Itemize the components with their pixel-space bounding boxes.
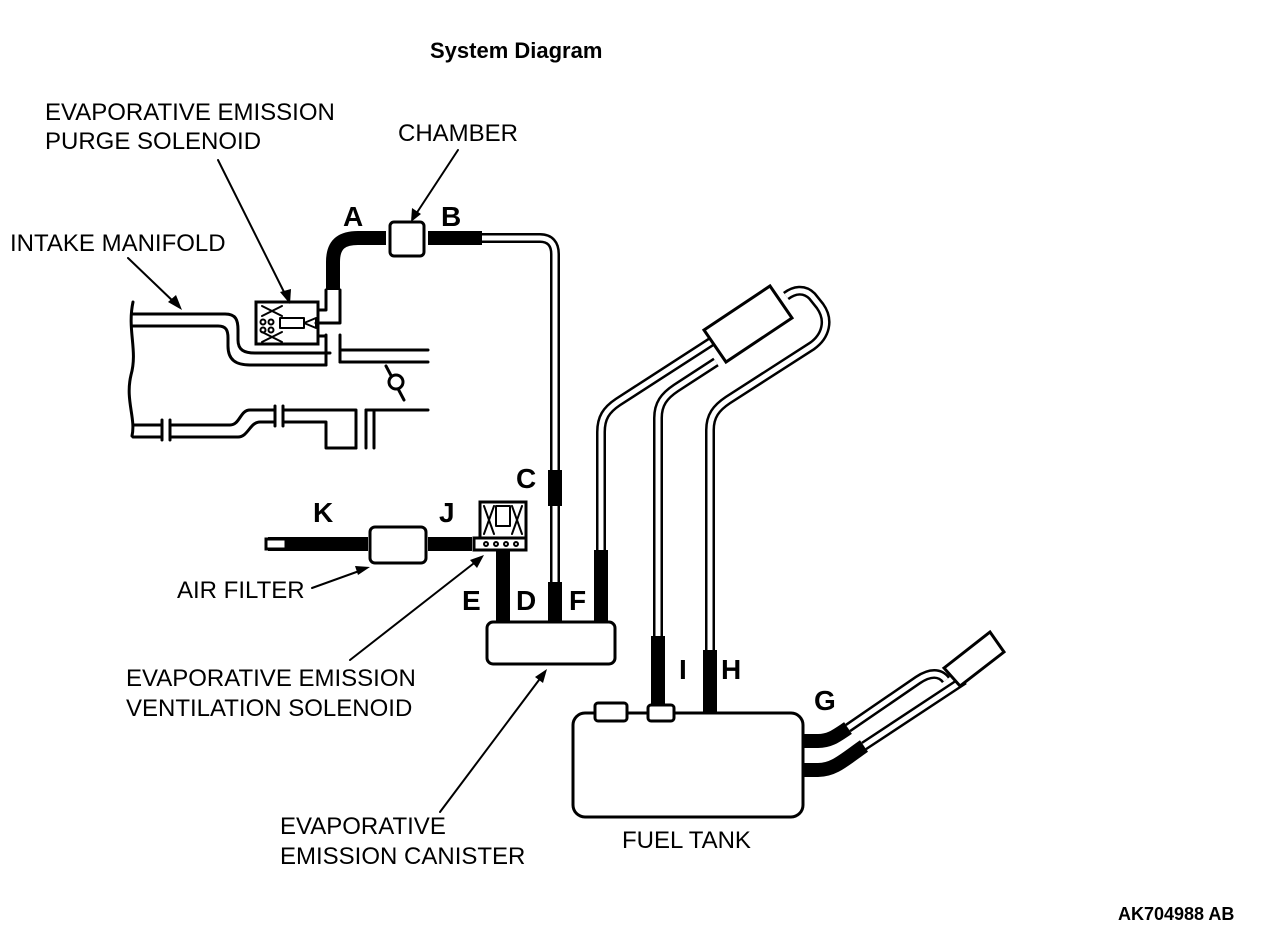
letter-g: G: [814, 685, 836, 716]
letter-e: E: [462, 585, 481, 616]
diagram-title: System Diagram: [430, 38, 602, 63]
hose-a: [326, 231, 386, 290]
label-air-filter: AIR FILTER: [177, 577, 305, 604]
letter-f: F: [569, 585, 586, 616]
figure-code: AK704988 AB: [1118, 904, 1234, 924]
leader-lines: [127, 149, 547, 813]
letter-j: J: [439, 497, 455, 528]
filler-neck-bottom: [941, 629, 1007, 689]
chamber: [388, 220, 426, 258]
label-canister-line1: EVAPORATIVE: [280, 813, 446, 840]
label-fuel-tank: FUEL TANK: [622, 827, 751, 854]
ventilation-solenoid: [472, 500, 528, 552]
hose-g: [803, 722, 852, 748]
letter-k: K: [313, 497, 333, 528]
label-chamber: CHAMBER: [398, 120, 518, 147]
letter-b: B: [441, 201, 461, 232]
label-purge-solenoid-line2: PURGE SOLENOID: [45, 128, 261, 155]
letter-d: D: [516, 585, 536, 616]
purge-solenoid: [254, 288, 342, 346]
label-ventilation-solenoid-line1: EVAPORATIVE EMISSION: [126, 665, 416, 692]
letter-c: C: [516, 463, 536, 494]
filler-neck-top: [701, 283, 795, 365]
letter-a: A: [343, 201, 363, 232]
label-intake-manifold: INTAKE MANIFOLD: [10, 230, 226, 257]
air-filter: [368, 525, 428, 565]
intake-manifold: [127, 300, 430, 450]
evap-canister: [485, 620, 617, 666]
letter-i: I: [679, 654, 687, 685]
fuel-tank: [571, 711, 805, 819]
label-ventilation-solenoid-line2: VENTILATION SOLENOID: [126, 695, 412, 722]
letter-h: H: [721, 654, 741, 685]
label-purge-solenoid-line1: EVAPORATIVE EMISSION: [45, 99, 335, 126]
label-canister-line2: EMISSION CANISTER: [280, 843, 525, 870]
